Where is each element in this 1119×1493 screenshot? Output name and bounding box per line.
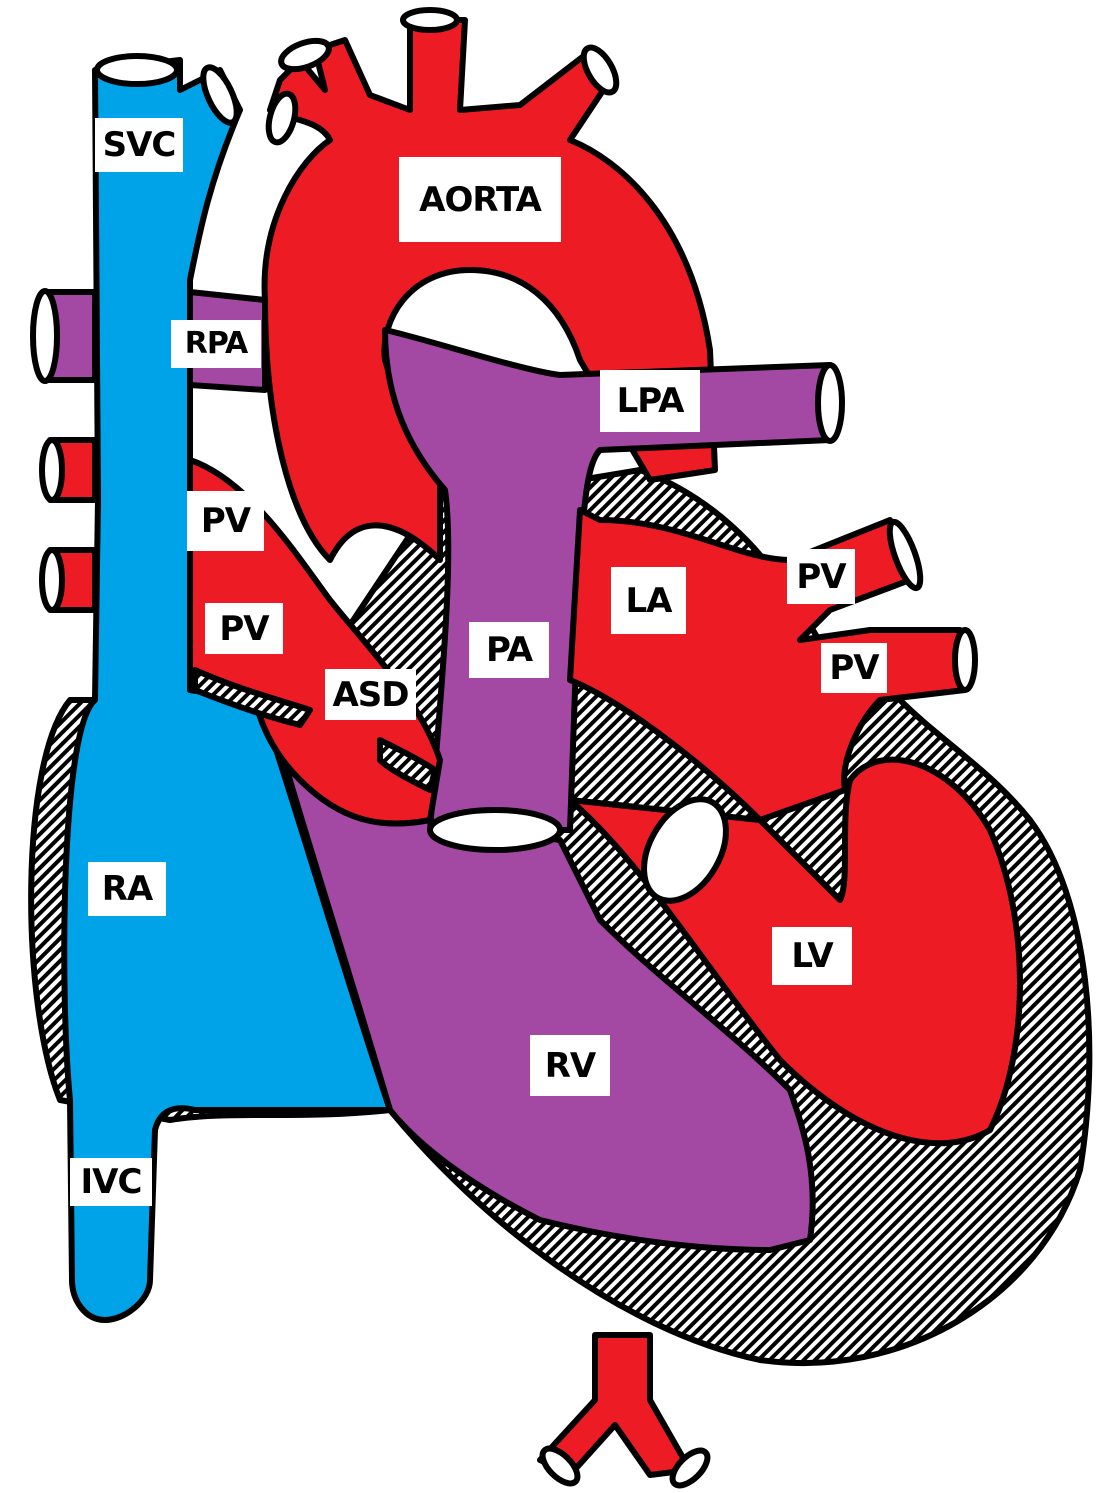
label-pv-right-lower: PV (205, 603, 283, 654)
mitral-valve (641, 796, 729, 904)
descending-aorta-opening-left (539, 1445, 581, 1487)
rpa-opening (30, 288, 60, 384)
lpa-opening (815, 362, 845, 444)
pv-left-upper-opening (886, 518, 924, 592)
label-ivc: IVC (70, 1158, 152, 1206)
label-lv: LV (772, 927, 852, 985)
label-la: LA (611, 567, 686, 634)
label-ra: RA (88, 862, 166, 916)
pv-left-lower-opening (952, 627, 978, 693)
label-svc: SVC (95, 118, 183, 172)
label-aorta: AORTA (399, 157, 561, 242)
pulmonary-valve (427, 807, 563, 853)
aorta-branch-opening-4 (580, 44, 620, 96)
aorta-branch-opening-2 (278, 37, 332, 73)
aorta-branch-opening-1 (265, 90, 299, 146)
svc-branch-opening (200, 64, 240, 126)
label-pv-right-upper: PV (187, 491, 264, 551)
label-rv: RV (530, 1035, 610, 1096)
label-pv-left-upper: PV (787, 549, 855, 604)
descending-aorta-opening-right (669, 1447, 711, 1489)
label-rpa: RPA (171, 320, 261, 368)
label-pv-left-lower: PV (821, 643, 887, 693)
asd-defect-edge-lower (377, 737, 438, 793)
descending-aorta (537, 1332, 693, 1478)
asd-defect-edge-upper (192, 667, 313, 728)
pulmonary-artery-trunk (382, 327, 833, 833)
label-asd: ASD (325, 669, 416, 720)
pv-opening (39, 437, 65, 503)
label-lpa: LPA (600, 370, 700, 432)
right-atrium-and-venae-cavae (61, 57, 393, 1323)
aorta-branch-opening-3 (400, 7, 460, 33)
svc-opening (94, 53, 180, 87)
label-pa: PA (469, 622, 549, 678)
pv-opening (39, 547, 65, 613)
